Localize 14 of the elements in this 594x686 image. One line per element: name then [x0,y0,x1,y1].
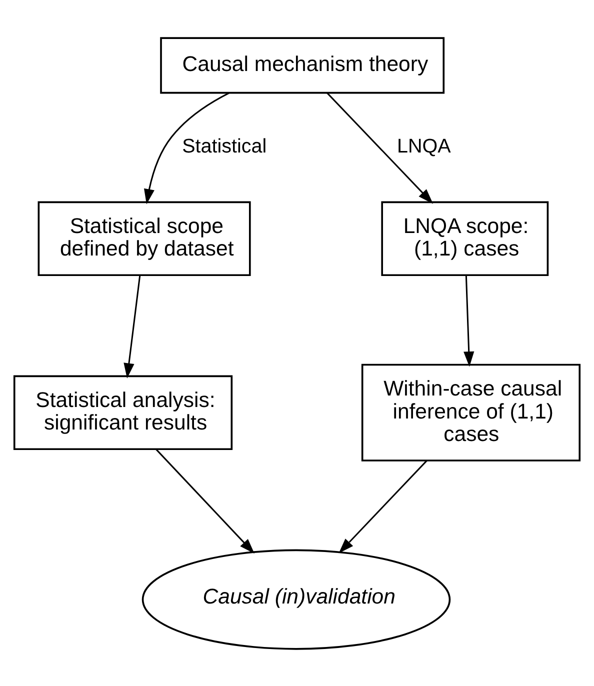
arrow [326,92,434,204]
edge-label: LNQA [397,135,450,158]
edge-label: Statistical [182,135,267,158]
node-ellipse: Causal (in)validation [142,548,451,650]
node-box: LNQA scope: (1,1) cases [381,200,549,276]
node-box: Statistical scope defined by dataset [38,200,251,276]
arrow [144,92,230,204]
node-box: Within-case causal inference of (1,1) cases [361,363,581,461]
arrow [124,274,141,378]
arrow [338,460,428,553]
arrow [464,274,474,366]
node-box: Statistical analysis: significant results [13,374,233,450]
node-box: Causal mechanism theory [160,36,445,94]
arrow [155,448,254,554]
